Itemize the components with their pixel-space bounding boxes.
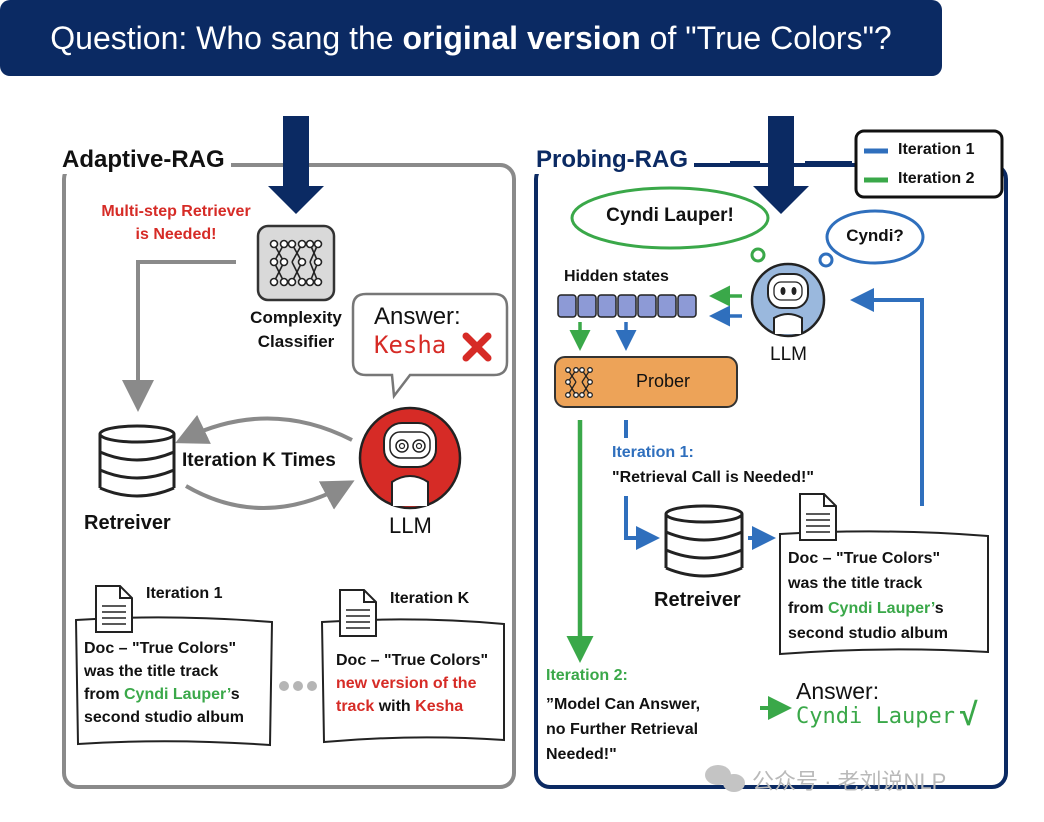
ellipsis-dots	[279, 681, 317, 691]
prober-network-icon	[565, 367, 593, 398]
docK-line-1: Doc – "True Colors"	[336, 652, 489, 669]
probing-doc-line-4: second studio album	[788, 625, 949, 642]
doc-box-iteration-1	[74, 616, 274, 747]
loop-arrow-top	[175, 414, 353, 444]
probing-doc-line-1: Doc – "True Colors"	[788, 550, 941, 567]
retriever-database-icon	[98, 424, 176, 498]
probing-database-icon	[664, 504, 744, 578]
doc1-line-3-post: s	[230, 686, 240, 703]
classifier-line-2: Classifier	[257, 332, 335, 351]
docK-text: Doc – "True Colors" new version of the t…	[336, 649, 488, 718]
doc1-line-4: second studio album	[84, 709, 245, 726]
doc1-line-2: was the title track	[84, 663, 219, 680]
question-prefix: Question: Who sang the	[50, 19, 403, 56]
probing-doc-line-3-post: s	[934, 600, 944, 617]
iteration2-text: ”Model Can Answer, no Further Retrieval …	[546, 692, 700, 767]
answer-bubble-green	[570, 186, 770, 250]
document-icon	[799, 493, 837, 541]
document-icon	[339, 589, 377, 637]
document-icon	[95, 585, 133, 633]
iteration2-line-3: Needed!"	[546, 746, 617, 763]
docK-line-2: new version of the	[336, 675, 477, 692]
classifier-to-retriever-arrow	[122, 260, 236, 412]
thought-bubble-text: Cyndi?	[846, 226, 904, 245]
complexity-classifier-label: Complexity Classifier	[232, 306, 360, 354]
iteration2-line-1: ”Model Can Answer,	[546, 696, 701, 713]
loop-arrow-bottom	[184, 480, 355, 510]
probing-doc-line-3: from Cyndi Lauper’s	[788, 596, 948, 621]
answer-label: Answer:	[374, 303, 461, 330]
probing-doc-cyndi-lauper: Cyndi Lauper’	[828, 600, 935, 617]
thought-bubble-blue	[825, 209, 925, 265]
question-arrow-left	[268, 116, 324, 214]
final-answer-label: Answer:	[796, 678, 880, 704]
wrong-answer-icon	[462, 332, 492, 362]
doc1-line-3: from Cyndi Lauper’s	[84, 683, 244, 706]
docK-kesha: Kesha	[415, 698, 464, 715]
doc1-text: Doc – "True Colors" was the title track …	[84, 637, 244, 729]
probing-doc-text: Doc – "True Colors" was the title track …	[788, 546, 948, 646]
legend-iteration-2: Iteration 2	[898, 170, 975, 187]
doc1-title: Iteration 1	[146, 585, 223, 602]
docK-with: with	[374, 698, 416, 715]
iteration-loop-label: Iteration K Times	[182, 450, 336, 471]
classifier-line-1: Complexity	[250, 308, 342, 327]
check-icon: √	[960, 696, 978, 732]
doc-to-llm-arrow	[850, 288, 924, 506]
answer-bubble-text: Cyndi Lauper!	[606, 205, 734, 226]
probing-doc-box	[779, 530, 989, 656]
question-banner: Question: Who sang the original version …	[0, 0, 942, 76]
doc1-line-3-pre: from	[84, 686, 124, 703]
answer-kesha: Kesha	[374, 331, 447, 359]
hidden-states-label: Hidden states	[564, 268, 669, 285]
watermark-text: 公众号 · 老刘说NLP	[752, 769, 947, 794]
prober-box	[554, 356, 738, 408]
question-suffix: of "True Colors"?	[640, 19, 892, 56]
doc1-line-1: Doc – "True Colors"	[84, 640, 237, 657]
legend-box	[854, 129, 1004, 199]
question-arrow-right	[753, 116, 809, 214]
final-answer-value: Cyndi Lauper	[796, 704, 955, 729]
adaptive-rag-title: Adaptive-RAG	[56, 146, 231, 174]
hidden-state-cells	[557, 294, 697, 318]
iteration2-label: Iteration 2:	[546, 667, 628, 684]
docK-track: track	[336, 698, 375, 715]
iteration1-arrow	[624, 496, 660, 550]
probing-doc-line-3-pre: from	[788, 600, 828, 617]
adaptive-llm-label: LLM	[389, 513, 432, 538]
doc1-cyndi-lauper: Cyndi Lauper’	[124, 686, 231, 703]
probing-doc-line-2: was the title track	[788, 575, 923, 592]
network-icon	[269, 239, 323, 287]
iteration1-text: "Retrieval Call is Needed!"	[612, 469, 814, 486]
iteration2-line-2: no Further Retrieval	[546, 721, 699, 738]
wechat-icon	[705, 765, 745, 792]
docK-title: Iteration K	[390, 590, 470, 607]
iteration1-label: Iteration 1:	[612, 444, 694, 461]
llm-robot-red-icon	[358, 406, 462, 510]
prober-label: Prober	[636, 371, 691, 391]
probing-llm-label: LLM	[770, 344, 807, 365]
adaptive-retriever-label: Retreiver	[84, 512, 171, 534]
docK-line-3: track with Kesha	[336, 695, 488, 718]
multi-step-line-2: is Needed!	[135, 226, 217, 243]
doc-box-iteration-k	[320, 618, 505, 744]
llm-robot-blue-icon	[750, 262, 826, 338]
probing-retriever-label: Retreiver	[654, 589, 741, 611]
multi-step-note: Multi-step Retriever is Needed!	[76, 200, 276, 246]
question-emphasis: original version	[402, 19, 641, 56]
multi-step-line-1: Multi-step Retriever	[101, 203, 251, 220]
legend-iteration-1: Iteration 1	[898, 141, 975, 158]
answer-bubble	[351, 292, 509, 400]
probing-rag-title: Probing-RAG	[530, 146, 694, 174]
